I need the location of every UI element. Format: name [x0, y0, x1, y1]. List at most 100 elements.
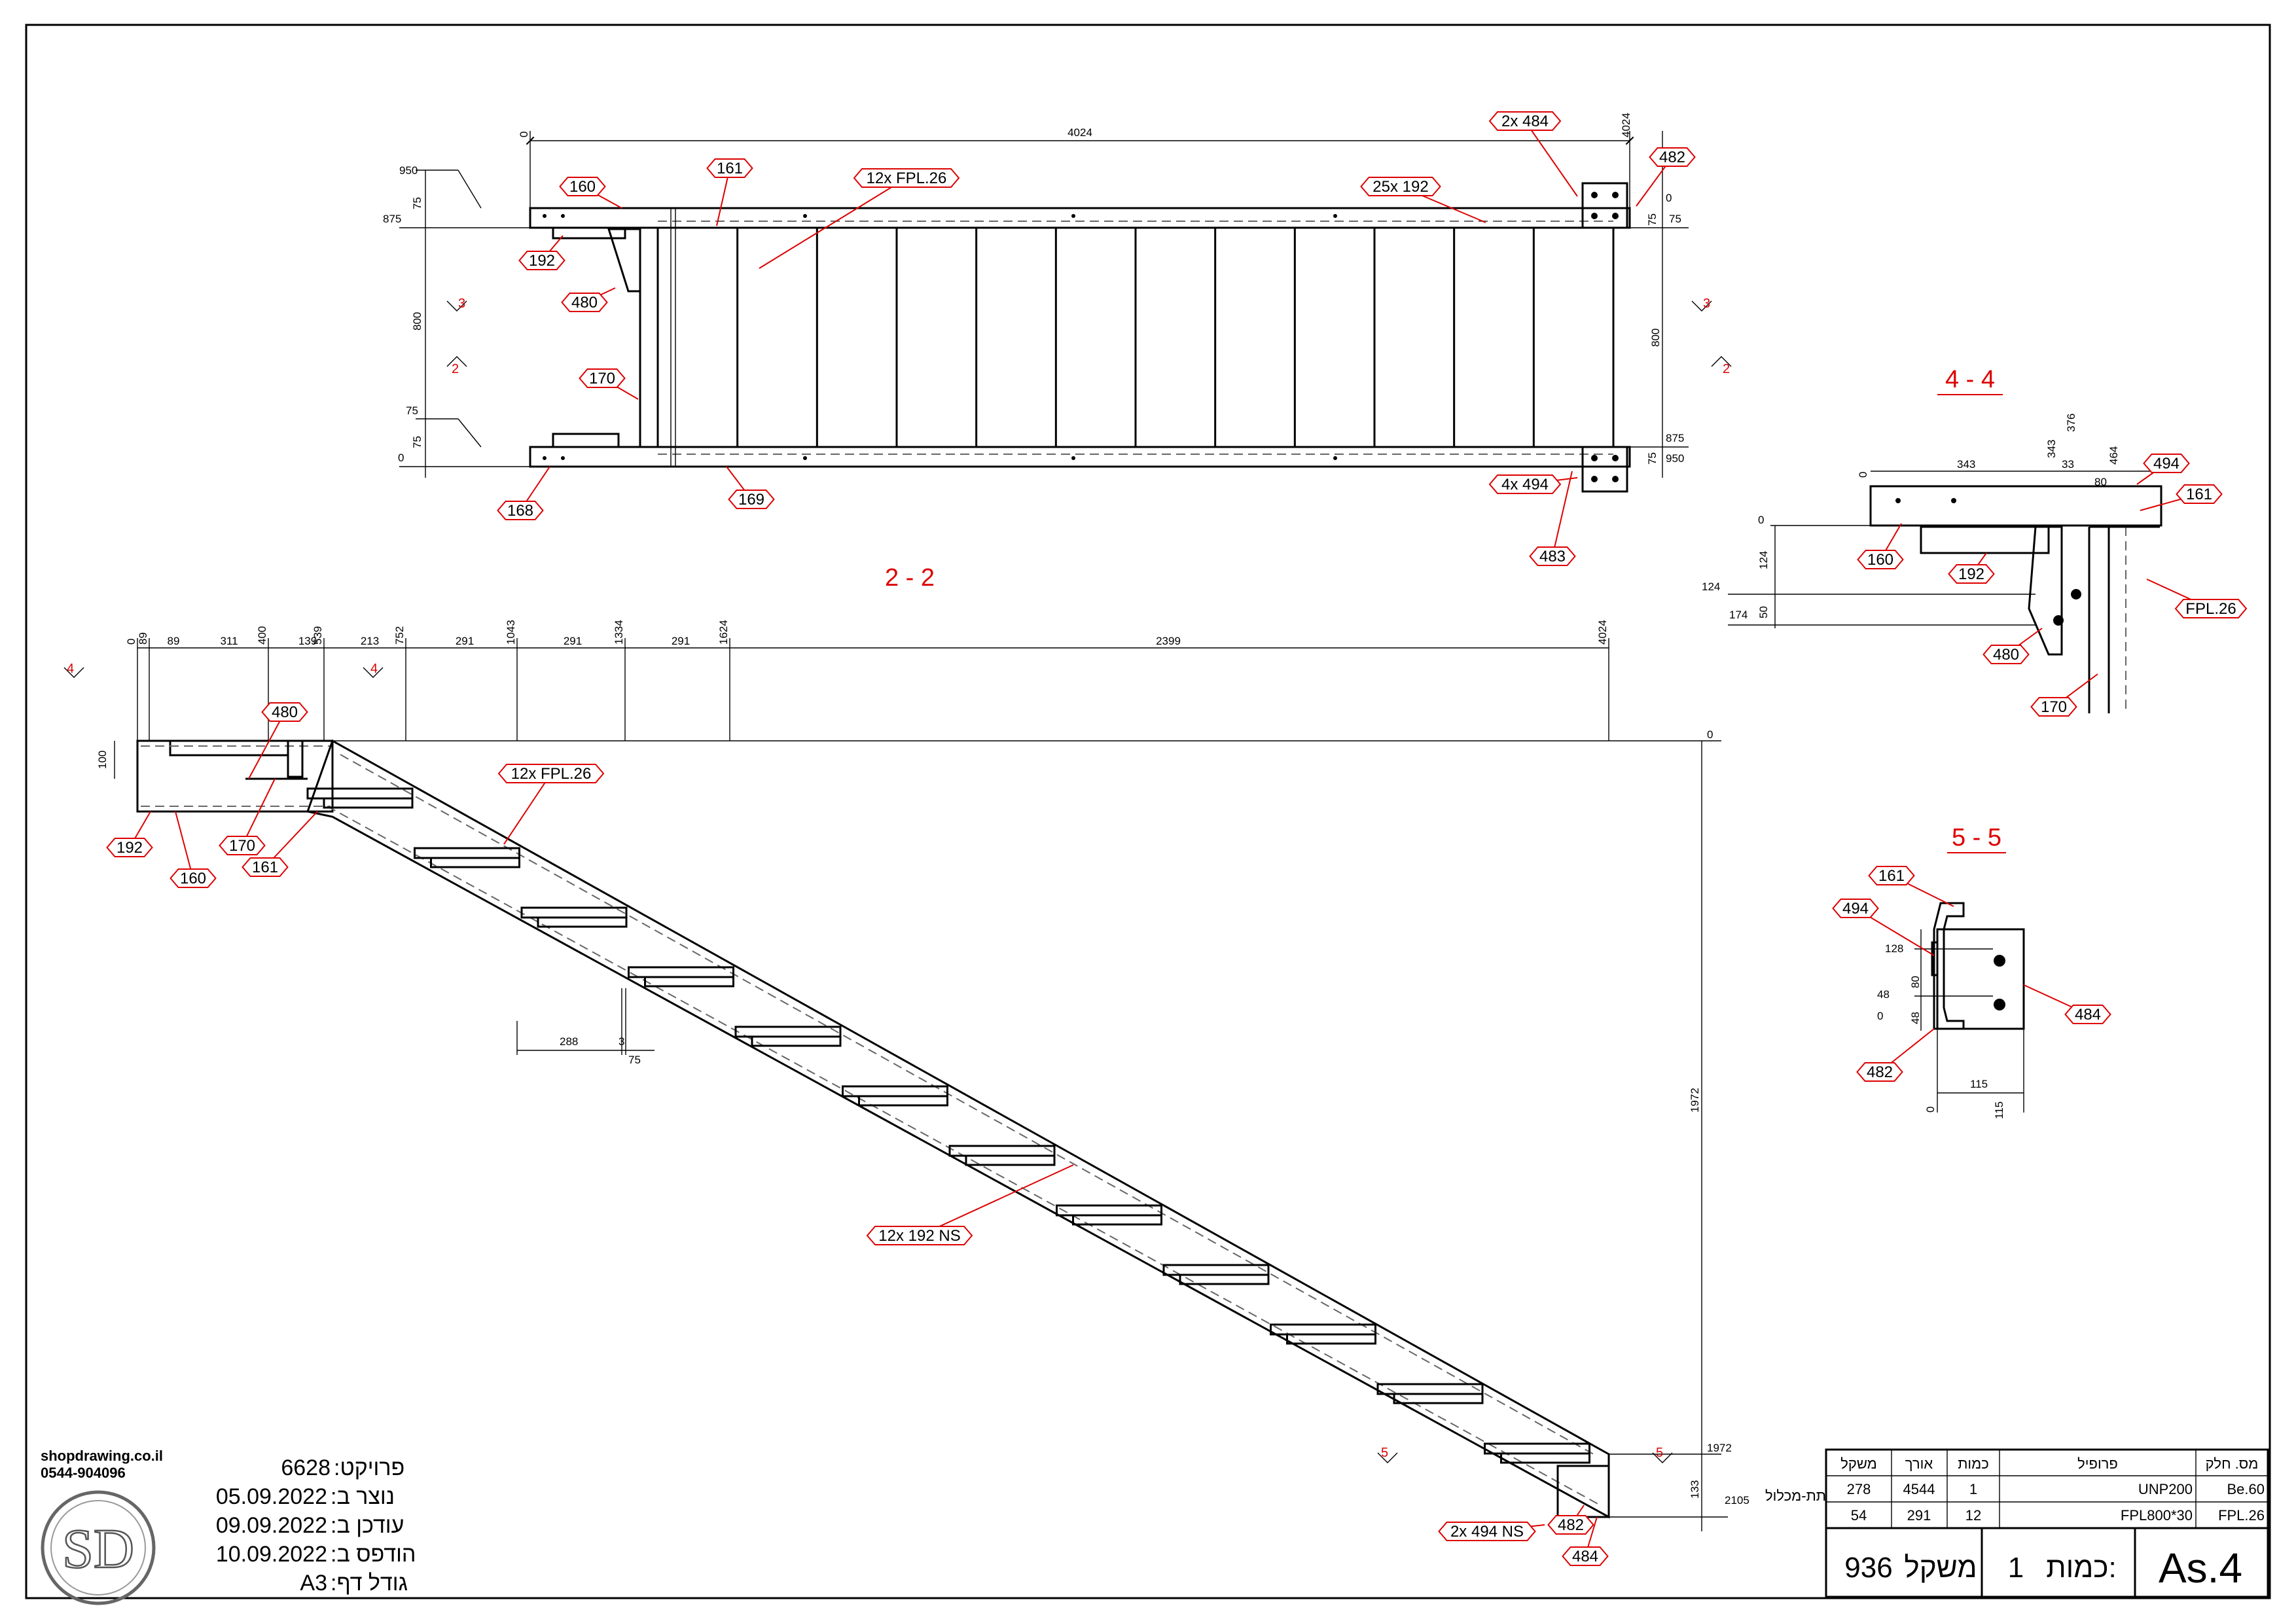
svg-text:482: 482	[1558, 1516, 1584, 1534]
svg-text:161: 161	[252, 859, 278, 876]
elev-marker-4-left: 4	[67, 662, 74, 676]
s44-dim-376: 376	[2065, 414, 2077, 432]
company-website: shopdrawing.co.il	[41, 1448, 163, 1464]
s44-dim-80: 80	[2094, 476, 2107, 488]
svg-text:160: 160	[1867, 551, 1893, 569]
marker-3-right: 3	[1703, 296, 1710, 311]
tag-plan-483: 483	[1529, 471, 1576, 566]
elev-tread-lower	[323, 797, 414, 809]
elev-dim-top: 311	[220, 635, 238, 647]
company-phone: 0544-904096	[41, 1465, 126, 1481]
elev-channel-170	[287, 740, 304, 778]
tag-plan-2x484: 2x 484	[1488, 111, 1578, 197]
svg-text:4x 494: 4x 494	[1501, 476, 1549, 493]
plan-dim-left-75c: 75	[411, 436, 423, 448]
tag-plan-161: 161	[706, 158, 753, 226]
svg-text:2x 484: 2x 484	[1501, 113, 1549, 130]
elev-tread	[306, 787, 414, 800]
plan-bolt-hole	[1612, 192, 1619, 198]
elev-tread	[1376, 1383, 1484, 1395]
plan-bolt-hole	[1591, 213, 1598, 219]
svg-text:192: 192	[1958, 565, 1984, 583]
tag-elev-2x494NS: 2x 494 NS	[1438, 1522, 1545, 1541]
plan-mark-hole	[803, 456, 807, 460]
elev-tread-lower	[751, 1035, 842, 1047]
plan-stringer-top	[529, 207, 1631, 229]
plan-mark-hole	[1071, 214, 1075, 218]
tag-s55-482: 482	[1856, 1028, 1935, 1082]
tag-plan-482: 482	[1636, 147, 1696, 207]
tb-cell: 278	[1847, 1481, 1871, 1497]
svg-text:25x 192: 25x 192	[1372, 178, 1428, 196]
elev-tread	[628, 966, 734, 978]
tag-s44-192: 192	[1948, 552, 1995, 584]
s44-dim-174: 174	[1729, 609, 1748, 621]
elev-dim-100: 100	[96, 751, 109, 769]
tag-plan-12xFPL26: 12x FPL.26	[759, 168, 960, 269]
elev-marker-5-left: 5	[1381, 1446, 1388, 1460]
svg-text:160: 160	[569, 178, 596, 196]
tag-plan-160: 160	[559, 177, 622, 209]
tb-cell: 1	[1969, 1481, 1977, 1497]
svg-text:484: 484	[2075, 1006, 2101, 1024]
plan-mark-hole	[561, 214, 565, 218]
elev-dim-top: 1624	[717, 620, 730, 645]
elev-dim-288: 288	[560, 1035, 578, 1048]
svg-text:170: 170	[2041, 698, 2067, 716]
tag-plan-4x494: 4x 494	[1488, 474, 1578, 494]
plan-dim-left-950: 950	[399, 164, 418, 177]
marker-2-right: 2	[1723, 362, 1730, 376]
project-value: 6628	[281, 1455, 331, 1480]
elev-tread-lower	[1179, 1274, 1270, 1285]
elev-dim-right-1972b: 1972	[1707, 1442, 1732, 1454]
svg-text:2x 494 NS: 2x 494 NS	[1450, 1523, 1524, 1541]
plan-mark-hole	[803, 214, 807, 218]
s44-plate-192	[1920, 526, 2050, 554]
project-info: 6628 :פרויקט 05.09.2022 :נוצר ב 09.09.20…	[216, 1455, 416, 1596]
elev-dim-3: 3	[619, 1035, 624, 1048]
elev-marker-5-right: 5	[1656, 1446, 1663, 1460]
elev-tread-lower	[965, 1154, 1056, 1166]
tag-s44-FPL26: FPL.26	[2146, 579, 2248, 618]
elev-dim-top: 1334	[613, 620, 625, 645]
plan-dim-right-4024: 4024	[1620, 113, 1632, 137]
elev-tread-lower	[858, 1095, 948, 1107]
tag-elev-484: 484	[1562, 1516, 1609, 1566]
s55-dim-115b: 115	[1993, 1101, 2005, 1119]
svg-text:170: 170	[589, 370, 615, 387]
tb-header: מס. חלק	[2206, 1455, 2259, 1472]
svg-text:12x FPL.26: 12x FPL.26	[511, 765, 592, 783]
company-block: shopdrawing.co.il 0544-904096 SD	[41, 1448, 163, 1605]
tag-plan-25x192: 25x 192	[1360, 177, 1486, 223]
plan-dim-right-75c: 75	[1646, 452, 1659, 465]
section-title-5-5: 5 - 5	[1952, 824, 2001, 851]
tag-s55-484: 484	[2023, 984, 2111, 1024]
total-weight-value: 936	[1844, 1552, 1892, 1584]
svg-text:12x 192 NS: 12x 192 NS	[878, 1227, 960, 1245]
plan-bracket-480	[607, 228, 641, 293]
elev-dim-75: 75	[628, 1054, 641, 1066]
tb-cell: 291	[1907, 1507, 1931, 1524]
tag-s55-494: 494	[1832, 899, 1935, 956]
elev-dim-top: 89	[137, 632, 149, 645]
elev-dim-top: 1043	[505, 620, 517, 645]
s44-bracket-480	[2028, 526, 2063, 656]
svg-text:169: 169	[738, 491, 764, 508]
svg-text:161: 161	[1878, 867, 1905, 885]
created-value: 05.09.2022	[216, 1484, 327, 1509]
elev-dim-right-133: 133	[1689, 1480, 1701, 1499]
plan-mark-hole	[561, 456, 565, 460]
plan-bolt-hole	[1612, 476, 1619, 482]
plan-end-plate-bottom	[1581, 446, 1628, 493]
plan-mark-hole	[543, 456, 547, 460]
plan-dim-right-0: 0	[1666, 192, 1672, 204]
s55-dim-zero: 0	[1924, 1107, 1937, 1113]
logo-text: SD	[62, 1517, 134, 1580]
s44-dim-zero: 0	[1758, 514, 1764, 526]
plan-dim-overall: 4024	[1067, 126, 1092, 139]
updated-label: :עודכן ב	[331, 1513, 404, 1538]
tag-elev-12xFPL26: 12x FPL.26	[497, 764, 605, 845]
